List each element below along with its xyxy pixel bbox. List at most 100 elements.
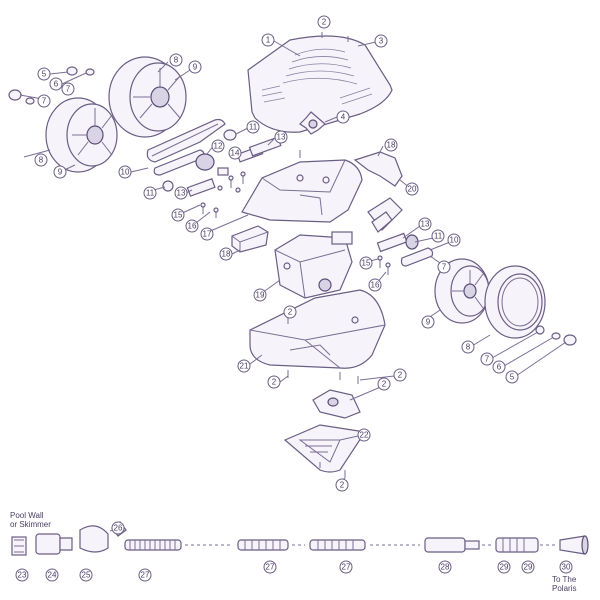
svg-text:27: 27	[342, 563, 351, 572]
callouts: 1 2 3 4 5 6 7 7 8 9 8 9 10 11 11 12 13 1…	[15, 15, 573, 582]
svg-text:7: 7	[442, 263, 447, 272]
pool-wall-caption: Pool Wall	[10, 511, 44, 520]
svg-text:15: 15	[362, 259, 371, 268]
callout-10: 10	[118, 165, 132, 179]
bumper-18	[353, 151, 403, 187]
svg-text:7: 7	[66, 85, 71, 94]
callout-2: 2	[377, 377, 391, 391]
callout-13: 13	[418, 217, 432, 231]
callout-27: 27	[263, 560, 277, 574]
svg-text:18: 18	[222, 250, 231, 259]
svg-text:10: 10	[450, 236, 459, 245]
skimmer-caption: or Skimmer	[10, 520, 51, 529]
chassis-plate	[241, 159, 363, 223]
bumper-block-18	[231, 225, 269, 253]
callout-5: 5	[37, 67, 51, 81]
callout-28: 28	[438, 560, 452, 574]
impeller-gear	[299, 111, 326, 135]
svg-text:27: 27	[141, 571, 150, 580]
callout-17: 17	[200, 227, 214, 241]
polaris-caption: Polaris	[552, 584, 576, 593]
svg-text:5: 5	[510, 373, 515, 382]
callout-7: 7	[480, 352, 494, 366]
svg-text:3: 3	[379, 37, 384, 46]
svg-text:11: 11	[146, 189, 155, 198]
left-rear-wheel	[45, 97, 118, 173]
svg-text:2: 2	[272, 378, 277, 387]
right-mid-parts	[376, 232, 434, 275]
to-the-caption: To The	[552, 575, 577, 584]
callout-14: 14	[228, 146, 242, 160]
svg-text:11: 11	[249, 123, 258, 132]
svg-text:13: 13	[177, 189, 186, 198]
callout-11: 11	[431, 229, 445, 243]
callout-23: 23	[15, 568, 29, 582]
right-wheel	[434, 258, 490, 324]
svg-text:18: 18	[387, 141, 396, 150]
svg-text:2: 2	[340, 481, 345, 490]
svg-text:9: 9	[193, 63, 198, 72]
callout-8: 8	[34, 153, 48, 167]
svg-text:20: 20	[408, 185, 417, 194]
svg-text:2: 2	[398, 371, 403, 380]
top-cover	[247, 35, 393, 133]
callout-11: 11	[246, 120, 260, 134]
callout-21: 21	[237, 359, 251, 373]
callout-3: 3	[374, 34, 388, 48]
gearbox	[274, 231, 353, 299]
svg-text:7: 7	[42, 97, 47, 106]
svg-text:10: 10	[121, 168, 130, 177]
svg-text:1: 1	[266, 36, 271, 45]
callout-10: 10	[447, 233, 461, 247]
svg-text:29: 29	[524, 563, 533, 572]
svg-text:2: 2	[382, 380, 387, 389]
screws	[287, 32, 359, 478]
svg-text:28: 28	[441, 563, 450, 572]
svg-text:21: 21	[240, 362, 249, 371]
svg-text:13: 13	[421, 220, 430, 229]
svg-text:2: 2	[322, 18, 327, 27]
svg-text:9: 9	[426, 318, 431, 327]
hose-adapter-20	[367, 197, 403, 233]
svg-text:23: 23	[18, 571, 27, 580]
left-front-wheel	[108, 56, 187, 138]
callout-2: 2	[317, 15, 331, 29]
rear-flap	[312, 389, 361, 419]
callout-7: 7	[61, 82, 75, 96]
right-tire	[484, 265, 546, 339]
svg-text:12: 12	[214, 142, 223, 151]
callout-4: 4	[336, 110, 350, 124]
svg-text:13: 13	[277, 133, 286, 142]
callout-16: 16	[185, 219, 199, 233]
svg-text:19: 19	[256, 291, 265, 300]
callout-6: 6	[49, 77, 63, 91]
callout-13: 13	[274, 130, 288, 144]
svg-text:4: 4	[341, 113, 346, 122]
bottom-tray	[249, 289, 386, 369]
callout-26: 26	[111, 521, 125, 535]
callout-18: 18	[384, 138, 398, 152]
callout-8: 8	[169, 53, 183, 67]
callout-9: 9	[53, 165, 67, 179]
svg-text:9: 9	[58, 168, 63, 177]
svg-text:16: 16	[188, 222, 197, 231]
svg-text:29: 29	[500, 563, 509, 572]
callout-9: 9	[421, 315, 435, 329]
svg-text:5: 5	[42, 70, 47, 79]
svg-text:22: 22	[360, 431, 369, 440]
mid-left-parts	[162, 129, 282, 218]
callout-27: 27	[339, 560, 353, 574]
svg-text:6: 6	[54, 80, 59, 89]
callout-19: 19	[253, 288, 267, 302]
svg-text:2: 2	[288, 308, 293, 317]
callout-30: 30	[559, 560, 573, 574]
callout-27: 27	[138, 568, 152, 582]
left-small-parts	[8, 66, 95, 105]
svg-text:17: 17	[203, 230, 212, 239]
callout-15: 15	[171, 208, 185, 222]
svg-text:8: 8	[39, 156, 44, 165]
svg-text:26: 26	[114, 524, 123, 533]
callout-2: 2	[267, 375, 281, 389]
hose-assembly	[11, 521, 589, 556]
